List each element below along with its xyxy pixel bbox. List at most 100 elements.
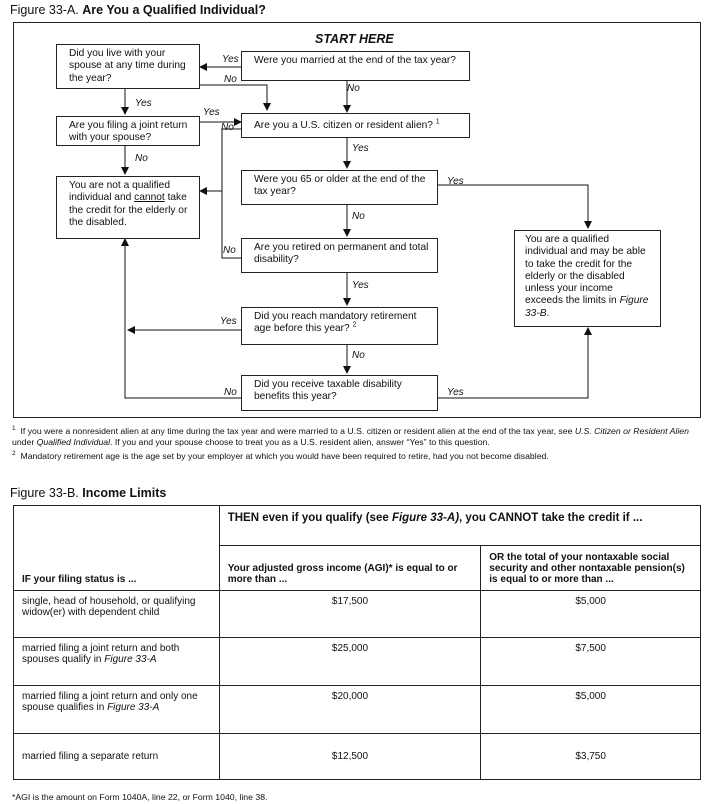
table-row: married filing a joint return and only o… [13,685,701,734]
header-agi-text: Your adjusted gross income (AGI)* is equ… [227,563,458,585]
footnote-1-mark: 1 [12,425,16,433]
label-joint-yes: Yes [203,107,220,118]
box-retired-text: Are you retired on permanent and total d… [254,242,429,266]
box-age65: Were you 65 or older at the end of the t… [241,170,438,205]
flowchart: START HERE Were you married at the end o… [13,22,701,418]
box-citizen-footnote-ref: 1 [435,118,440,126]
cell-agi: $20,000 [218,685,482,734]
table-header-row-2: Your adjusted gross income (AGI)* is equ… [14,545,701,591]
label-lived-no: No [224,74,237,85]
footnote-1-text-c: . If you and your spouse choose to treat… [110,437,490,447]
cell-status: single, head of household, or qualifying… [13,590,220,638]
table-row: married filing a separate return $12,500… [13,733,701,780]
label-married-no: No [347,83,360,94]
cell-agi: $12,500 [218,733,482,780]
box-disability-benefits: Did you receive taxable disability benef… [241,375,438,411]
arrow-disability-yes [438,327,592,399]
box-mandatory-age: Did you reach mandatory retirement age b… [241,307,438,345]
box-not-qualified: You are not a qualified individual and c… [56,176,200,239]
cell-nontaxable: $3,750 [480,733,701,780]
box-qualified-ref: Figure 33-B [525,295,649,319]
header-then: THEN even if you qualify (see Figure 33-… [218,505,702,546]
cell-status-text: single, head of household, or qualifying… [22,596,196,618]
cell-status: married filing a joint return and both s… [13,637,220,686]
box-qualified: You are a qualified individual and may b… [514,230,661,327]
label-mandatory-no: No [352,350,365,361]
arrow-age65-yes [438,184,592,229]
cell-status-ref: Figure 33-A [107,702,160,713]
arrow-retired-no [221,191,241,259]
table-row: single, head of household, or qualifying… [13,590,701,638]
box-not-qualified-text-1: You are not a qualified individual and [69,180,171,204]
header-then-ref: Figure 33-A) [391,512,460,524]
cell-nontaxable: $7,500 [480,637,701,686]
box-lived-with-spouse: Did you live with your spouse at any tim… [56,44,200,89]
table-row: married filing a joint return and both s… [13,637,701,686]
box-joint-text: Are you filing a joint return with your … [69,120,188,144]
income-limits-table: IF your filing status is ... THEN even i… [13,505,702,780]
flowchart-connectors [121,63,592,399]
box-married: Were you married at the end of the tax y… [241,51,470,81]
label-citizen-yes: Yes [352,143,369,154]
header-then-text-2: , you CANNOT take the credit if ... [459,512,643,524]
header-agi: Your adjusted gross income (AGI)* is equ… [218,545,482,591]
footnote-1-ref-2: Qualified Individual [36,437,111,447]
label-retired-no: No [223,245,236,256]
label-retired-yes: Yes [352,280,369,291]
cell-status-text: married filing a joint return and only o… [22,691,198,713]
header-nontaxable: OR the total of your nontaxable social s… [480,545,701,591]
label-age65-yes: Yes [447,176,464,187]
arrow-lived-no [200,84,271,111]
box-not-qualified-text-2: take the credit for the elderly or the d… [69,192,188,228]
figure-b-label: Figure 33-B. [10,486,79,500]
cell-nontaxable: $5,000 [480,685,701,734]
arrow-disability-no [121,238,241,399]
label-disability-no: No [224,387,237,398]
box-married-text: Were you married at the end of the tax y… [254,55,456,66]
box-citizen-text: Are you a U.S. citizen or resident alien… [254,120,433,131]
label-disability-yes: Yes [447,387,464,398]
box-mandatory-text: Did you reach mandatory retirement age b… [254,311,417,335]
header-nontaxable-text: OR the total of your nontaxable social s… [489,552,685,585]
label-lived-yes: Yes [135,98,152,109]
label-married-yes: Yes [222,54,239,65]
box-disability-text: Did you receive taxable disability benef… [254,379,402,403]
header-filing-status: IF your filing status is ... [13,505,220,591]
box-lived-text: Did you live with your spouse at any tim… [69,48,186,84]
footnote-2: 2 Mandatory retirement age is the age se… [12,450,702,462]
figure-a-title: Figure 33-A. Are You a Qualified Individ… [10,3,266,17]
cell-agi: $25,000 [218,637,482,686]
figure-a-heading: Are You a Qualified Individual? [82,3,266,17]
cell-status-ref: Figure 33-A [104,654,157,665]
footnote-1-text-b: under [12,437,37,447]
cell-agi: $17,500 [218,590,482,638]
footnote-1-ref-1: U.S. Citizen or Resident Alien [574,426,689,436]
label-age65-no: No [352,211,365,222]
header-filing-status-text: IF your filing status is ... [22,574,137,585]
start-here-label: START HERE [315,32,394,46]
footnote-2-mark: 2 [12,450,16,458]
cell-status: married filing a separate return [13,733,220,780]
header-then-text-1: THEN even if you qualify (see [227,512,392,524]
box-joint-return: Are you filing a joint return with your … [56,116,200,146]
footnote-1-text-a: If you were a nonresident alien at any t… [20,426,575,436]
label-citizen-no: No [221,122,234,133]
box-qualified-text-1: You are a qualified individual and may b… [525,234,646,307]
label-joint-no: No [135,153,148,164]
box-retired: Are you retired on permanent and total d… [241,238,438,273]
cell-status: married filing a joint return and only o… [13,685,220,734]
figure-b-title: Figure 33-B. Income Limits [10,486,166,500]
label-mandatory-yes: Yes [220,316,237,327]
cell-status-text: married filing a joint return and both s… [22,643,180,665]
footnote-1: 1 If you were a nonresident alien at any… [12,425,702,448]
box-not-qualified-cannot: cannot [134,192,165,204]
table-header-row-1: IF your filing status is ... THEN even i… [13,505,702,591]
figure-a-label: Figure 33-A. [10,3,79,17]
box-age65-text: Were you 65 or older at the end of the t… [254,174,426,198]
arrow-citizen-no [199,128,241,195]
box-qualified-text-2: . [546,307,550,319]
box-citizen: Are you a U.S. citizen or resident alien… [241,113,470,138]
figure-b-heading: Income Limits [82,486,167,500]
box-mandatory-footnote-ref: 2 [352,321,357,329]
footnote-2-text: Mandatory retirement age is the age set … [20,451,549,461]
